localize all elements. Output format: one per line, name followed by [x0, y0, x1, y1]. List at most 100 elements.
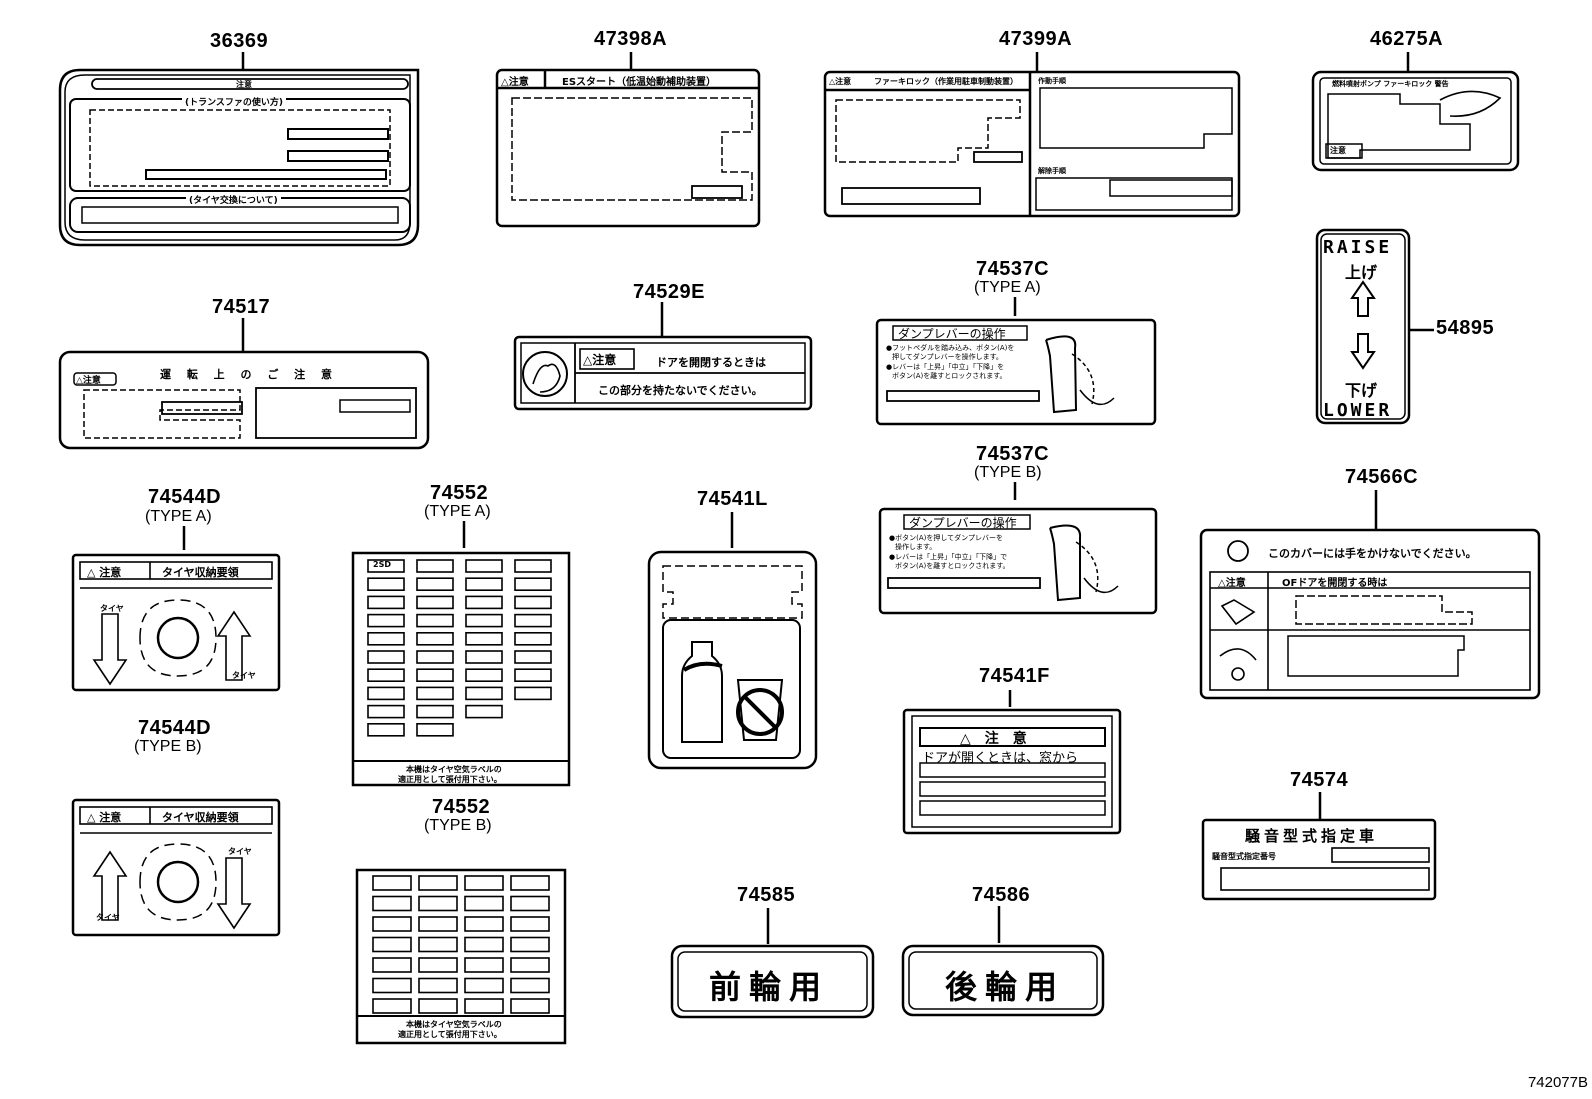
part-number-74537c-type-b: 74537C: [976, 443, 1050, 465]
grid-cell: [514, 577, 552, 592]
grid-cell: [514, 595, 552, 610]
grid-cell: [416, 668, 454, 683]
reference-code: 742077B: [1527, 1074, 1588, 1091]
lower-text: LOWER: [1323, 400, 1393, 421]
label-subheading: 騒音型式指定番号: [1212, 852, 1276, 861]
grid-cell: [514, 559, 552, 573]
caution-text: 注意: [984, 731, 1041, 747]
grid-cell: [418, 936, 458, 953]
grid-cell: [464, 936, 504, 953]
label-title: ダンプレバーの操作: [898, 327, 1006, 341]
label-title: タイヤ収納要領: [162, 566, 239, 579]
grid-cell: [465, 559, 503, 573]
grid-cell: [464, 895, 504, 912]
label-heading: (トランスファの使い方): [182, 95, 287, 108]
type-a-label: (TYPE A): [145, 508, 212, 525]
grid-cell: [465, 595, 503, 610]
caution-text: 注意: [835, 77, 852, 86]
grid-cell: [367, 668, 405, 683]
grid-cell: [465, 613, 503, 628]
caution-label: 注意: [236, 80, 252, 89]
lower-jp-text: 下げ: [1345, 381, 1378, 400]
grid-cell: [510, 916, 550, 932]
part-number-74541l: 74541L: [697, 488, 768, 510]
label-subheading: 解除手順: [1038, 167, 1066, 175]
grid-cell: [418, 957, 458, 973]
label-text-line: 操作します。: [895, 543, 937, 551]
grid-cell: [510, 957, 550, 973]
grid-cell: [367, 595, 405, 610]
caution-label: △注意: [76, 376, 101, 386]
label-text-line: ●レバーは「上昇」「中立」「下降」を: [886, 363, 1005, 371]
grid-cell: [416, 613, 454, 628]
label-title: 運 転 上 の ご 注 意: [160, 368, 338, 381]
grid-cell: [367, 559, 405, 573]
label-text-line: この部分を持たないでください。: [598, 384, 763, 397]
rear-wheel-label: 後輪用: [945, 968, 1066, 1006]
grid-cell: [464, 916, 504, 932]
part-number-47398a: 47398A: [594, 28, 668, 50]
grid-cell: [465, 650, 503, 664]
grid-cell: [372, 936, 412, 953]
label-title: 騒音型式指定車: [1245, 827, 1379, 845]
grid-cell: [372, 875, 412, 891]
tire-text: タイヤ: [232, 671, 256, 680]
grid-cell: [367, 577, 405, 592]
grid-cell: [416, 722, 454, 737]
front-wheel-label: 前輪用: [709, 968, 830, 1006]
part-number-74544d-type-a: 74544D: [148, 486, 222, 508]
label-text-line: ●フットペダルを踏み込み、ボタン(A)を: [886, 344, 1015, 352]
label-title: このカバーには手をかけないでください。: [1268, 547, 1477, 560]
label-heading: (タイヤ交換について): [186, 193, 281, 206]
grid-cell: [416, 577, 454, 592]
grid-cell: [510, 875, 550, 891]
grid-cell: [416, 650, 454, 664]
caution-text: 注意: [508, 77, 529, 88]
label-title: ファーキロック（作業用駐車制動装置）: [874, 77, 1018, 86]
label-title: タイヤ収納要領: [162, 811, 239, 824]
part-number-74552-type-b: 74552: [432, 796, 491, 818]
label-text-line: ボタン(A)を離すとロックされます。: [895, 562, 1010, 570]
grid-cell: [416, 559, 454, 573]
grid-cell: [367, 631, 405, 646]
type-a-label: (TYPE A): [424, 503, 491, 520]
grid-cell: [372, 957, 412, 973]
label-text-line: ドアが開くときは、窓から: [922, 751, 1079, 766]
raise-text: RAISE: [1323, 237, 1393, 258]
caution-label: △注意: [1218, 578, 1246, 589]
caution-label: △注意: [583, 353, 617, 367]
grid-cell: [514, 686, 552, 701]
grid-cell: [464, 977, 504, 994]
label-text-line: ドアを開閉するときは: [656, 356, 766, 369]
label-text-line: ●ボタン(A)を押してダンプレバーを: [889, 534, 1003, 542]
type-b-label: (TYPE B): [134, 738, 202, 755]
label-note: 本機はタイヤ空気ラベルの: [406, 765, 502, 774]
grid-cell: [464, 998, 504, 1014]
grid-cell: [372, 895, 412, 912]
grid-cell: [416, 704, 454, 719]
label-subheading: OFドアを開閉する時は: [1282, 578, 1388, 589]
grid-cell: [418, 875, 458, 891]
grid-cell: [510, 977, 550, 994]
label-text-line: ●レバーは「上昇」「中立」「下降」で: [889, 553, 1008, 561]
grid-cell: [465, 686, 503, 701]
type-b-label: (TYPE B): [424, 817, 492, 834]
caution-label: △注意: [501, 77, 529, 88]
code-text: 2SD: [373, 560, 391, 569]
part-number-74517: 74517: [212, 296, 271, 318]
label-text-line: ボタン(A)を離すとロックされます。: [892, 372, 1007, 380]
grid-cell: [464, 875, 504, 891]
grid-cell: [510, 998, 550, 1014]
label-title: 燃料噴射ポンプ ファーキロック 警告: [1332, 80, 1449, 88]
part-number-46275a: 46275A: [1370, 28, 1444, 50]
type-a-label: (TYPE A): [974, 279, 1041, 296]
caution-label: △ 注意: [87, 566, 122, 579]
grid-cell: [372, 916, 412, 932]
caution-label: △ 注意: [87, 811, 122, 824]
part-number-74541f: 74541F: [979, 665, 1050, 687]
grid-cell: [367, 704, 405, 719]
label-title: ダンプレバーの操作: [909, 516, 1017, 530]
grid-cell: [465, 577, 503, 592]
caution-label: 注意: [1330, 146, 1346, 155]
